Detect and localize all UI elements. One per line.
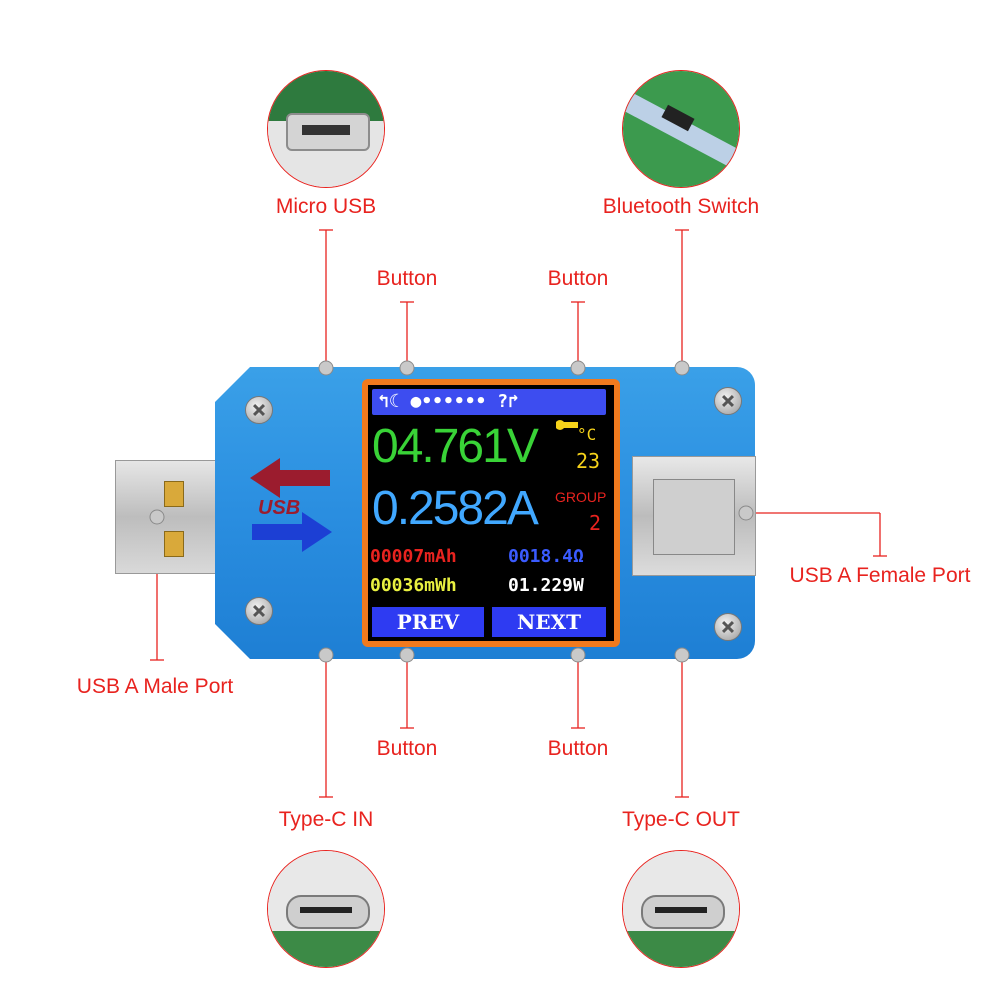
type-c-out-detail-photo: [622, 850, 740, 968]
micro-usb-detail-photo: [267, 70, 385, 188]
type-c-out-label: Type-C OUT: [622, 808, 740, 831]
screw-icon: [245, 396, 273, 424]
capacity-mah: 00007mAh: [370, 546, 457, 567]
status-bar-text: ↰☾ ●•••••• ?↱: [378, 391, 519, 412]
next-button[interactable]: NEXT: [492, 607, 606, 637]
usb-a-male-port-label: USB A Male Port: [76, 675, 234, 698]
current-reading: 0.2582A: [372, 482, 539, 535]
prev-button[interactable]: PREV: [372, 607, 484, 637]
screw-icon: [245, 597, 273, 625]
power-reading: 01.229W: [508, 575, 584, 596]
thermometer-icon: [555, 418, 578, 432]
lcd-screen-frame: ↰☾ ●•••••• ?↱ 04.761V °C 23 0.2582A GROU…: [362, 379, 620, 647]
button-label-top-right: Button: [547, 267, 609, 290]
type-c-in-label: Type-C IN: [278, 808, 374, 831]
group-label: GROUP: [555, 489, 607, 505]
screw-icon: [714, 387, 742, 415]
bluetooth-switch-detail-photo: [622, 70, 740, 188]
group-value: 2: [589, 511, 602, 535]
status-bar: ↰☾ ●•••••• ?↱: [372, 389, 606, 415]
resistance-reading: 0018.4Ω: [508, 546, 584, 567]
voltage-reading: 04.761V: [372, 420, 539, 473]
temperature-value: 23: [576, 449, 601, 473]
usb-logo-text: USB: [258, 497, 301, 519]
button-label-bottom-right: Button: [547, 737, 609, 760]
button-label-top-left: Button: [376, 267, 438, 290]
usb-a-female-connector: [632, 456, 756, 576]
lcd-display: ↰☾ ●•••••• ?↱ 04.761V °C 23 0.2582A GROU…: [368, 385, 614, 641]
micro-usb-label: Micro USB: [275, 195, 377, 218]
temperature-unit: °C: [577, 425, 597, 444]
screw-icon: [714, 613, 742, 641]
usb-a-female-port-label: USB A Female Port: [789, 564, 971, 587]
bluetooth-switch-label: Bluetooth Switch: [602, 195, 760, 218]
button-label-bottom-left: Button: [376, 737, 438, 760]
type-c-in-detail-photo: [267, 850, 385, 968]
energy-mwh: 00036mWh: [370, 575, 457, 596]
